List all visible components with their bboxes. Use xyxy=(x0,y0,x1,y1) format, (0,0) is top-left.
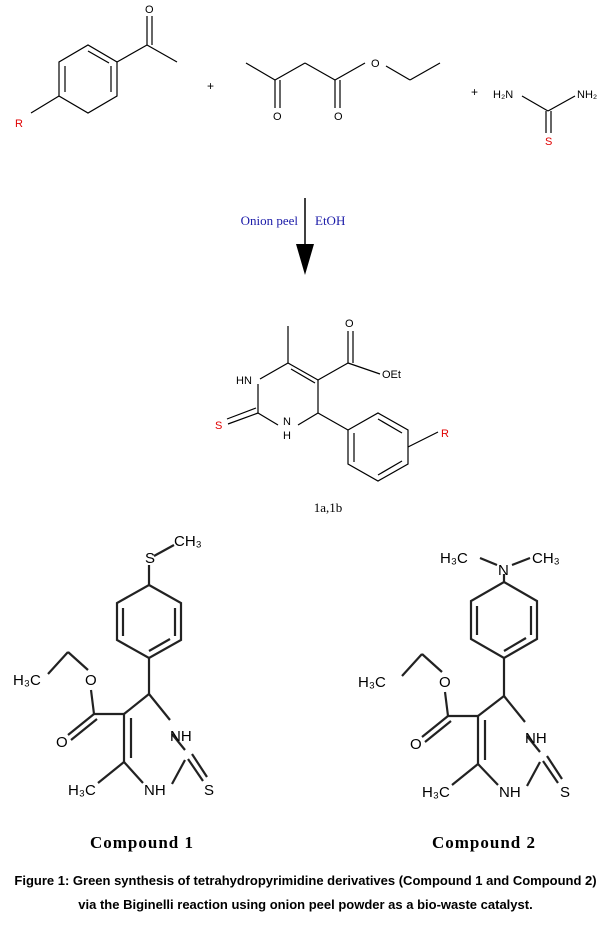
c2-methyl-label: H₃C xyxy=(422,784,450,801)
plus-sign-1: + xyxy=(207,79,214,93)
ester-carbonyl-o-label: O xyxy=(334,111,343,123)
compound1-structure: S CH₃ H₃C O O NH NH H₃C S xyxy=(13,533,214,799)
thiourea-h2n-label: H₂N xyxy=(493,89,513,101)
c2-me-right-label: CH₃ xyxy=(532,550,560,567)
c1-methyl-label: H₃C xyxy=(68,782,96,799)
c1-carbonyl-o-label: O xyxy=(56,734,68,751)
compound1-title: Compound 1 xyxy=(90,833,194,852)
plus-sign-2: + xyxy=(471,85,478,99)
c2-ethyl-label: H₃C xyxy=(358,674,386,691)
c1-ch3-label: CH₃ xyxy=(174,533,202,550)
c1-nh-top-label: NH xyxy=(170,728,192,745)
ethyl-acetoacetate-structure: O O O xyxy=(245,58,441,123)
compound2-title: Compound 2 xyxy=(432,833,536,852)
product-r-label: R xyxy=(441,428,449,440)
c2-ester-o-label: O xyxy=(439,674,451,691)
solvent-label: EtOH xyxy=(315,213,345,228)
figure-caption-line1: Figure 1: Green synthesis of tetrahydrop… xyxy=(14,873,597,888)
c2-n-label: N xyxy=(498,562,509,579)
c1-thione-s-label: S xyxy=(204,782,214,799)
c1-ethyl-label: H₃C xyxy=(13,672,41,689)
thiourea-structure: H₂N NH₂ S xyxy=(493,89,597,148)
product-s-label: S xyxy=(215,420,222,432)
product-oet-label: OEt xyxy=(382,369,401,381)
c2-me-left-label: H₃C xyxy=(440,550,468,567)
product-h-label: H xyxy=(283,430,291,442)
product-hn-label: HN xyxy=(236,375,252,387)
compound2-structure: N H₃C CH₃ H₃C O O NH NH H₃C S xyxy=(358,550,570,801)
product-carbonyl-o-label: O xyxy=(345,318,354,330)
catalyst-label: Onion peel xyxy=(241,213,299,228)
ester-ether-o-label: O xyxy=(371,58,380,70)
keto-o-label: O xyxy=(273,111,282,123)
product-n-label: N xyxy=(283,416,291,428)
acetophenone-o-label: O xyxy=(145,4,154,16)
thiourea-s-label: S xyxy=(545,136,552,148)
acetophenone-r-label: R xyxy=(15,118,23,130)
reaction-arrow xyxy=(296,198,314,275)
c2-thione-s-label: S xyxy=(560,784,570,801)
c2-nh-top-label: NH xyxy=(525,730,547,747)
figure-caption-line2: via the Biginelli reaction using onion p… xyxy=(78,897,533,912)
product-label: 1a,1b xyxy=(314,500,343,515)
thiourea-nh2-label: NH₂ xyxy=(577,89,597,101)
product-structure: HN N H S O OEt R xyxy=(215,318,449,482)
c1-nh-bottom-label: NH xyxy=(144,782,166,799)
c1-s-label: S xyxy=(145,550,155,567)
c1-ester-o-label: O xyxy=(85,672,97,689)
c2-carbonyl-o-label: O xyxy=(410,736,422,753)
c2-nh-bottom-label: NH xyxy=(499,784,521,801)
acetophenone-structure: O R xyxy=(15,4,178,130)
